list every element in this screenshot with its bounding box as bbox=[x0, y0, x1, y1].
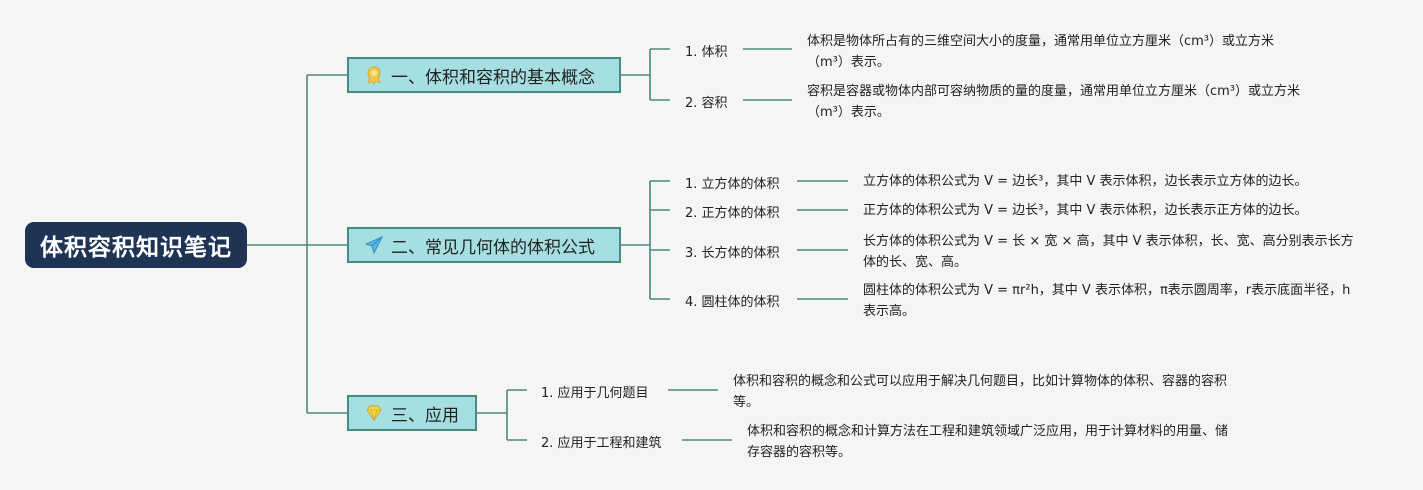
leaf-label[interactable]: 2. 应用于工程和建筑 bbox=[541, 436, 662, 451]
leaf-description: 正方体的体积公式为 V = 边长³，其中 V 表示体积，边长表示正方体的边长。 bbox=[863, 203, 1308, 218]
branch-3-leaf-links bbox=[668, 389, 732, 441]
branch-1-leaf-links bbox=[743, 48, 792, 101]
leaf-label[interactable]: 1. 应用于几何题目 bbox=[541, 386, 649, 401]
branch-title: 一、体积和容积的基本概念 bbox=[391, 67, 595, 88]
paper-plane-icon bbox=[363, 234, 385, 256]
diamond-icon bbox=[363, 402, 385, 424]
branch-title: 三、应用 bbox=[391, 405, 459, 426]
leaf-label[interactable]: 4. 圆柱体的体积 bbox=[685, 295, 780, 310]
root-title: 体积容积知识笔记 bbox=[40, 235, 232, 261]
branch-1-fork bbox=[621, 48, 670, 101]
leaf-description: 圆柱体的体积公式为 V = πr²h，其中 V 表示体积，π表示圆周率，r表示底… bbox=[863, 283, 1351, 319]
leaf-label[interactable]: 2. 容积 bbox=[685, 96, 728, 111]
leaf-description: 长方体的体积公式为 V = 长 × 宽 × 高，其中 V 表示体积，长、宽、高分… bbox=[863, 234, 1354, 270]
branch-3-fork bbox=[477, 389, 527, 441]
branch-title: 二、常见几何体的体积公式 bbox=[391, 237, 595, 258]
leaf-label[interactable]: 1. 立方体的体积 bbox=[685, 177, 780, 192]
leaf-label[interactable]: 1. 体积 bbox=[685, 45, 728, 60]
leaf-description: 体积和容积的概念和公式可以应用于解决几何题目，比如计算物体的体积、容器的容积等。 bbox=[733, 374, 1228, 410]
branch-2-leaf-links bbox=[797, 180, 848, 300]
leaf-label[interactable]: 3. 长方体的体积 bbox=[685, 246, 780, 261]
leaf-description: 体积是物体所占有的三维空间大小的度量，通常用单位立方厘米（cm³）或立方米（m³… bbox=[807, 34, 1275, 70]
branch-node-applications[interactable]: 三、应用 bbox=[347, 395, 477, 431]
root-node[interactable]: 体积容积知识笔记 bbox=[25, 222, 247, 268]
leaf-description: 容积是容器或物体内部可容纳物质的量的度量，通常用单位立方厘米（cm³）或立方米（… bbox=[807, 84, 1301, 120]
leaf-description: 立方体的体积公式为 V = 边长³，其中 V 表示体积，边长表示立方体的边长。 bbox=[863, 174, 1308, 189]
award-icon bbox=[363, 64, 385, 86]
leaf-label[interactable]: 2. 正方体的体积 bbox=[685, 206, 780, 221]
branch-2-fork bbox=[621, 180, 670, 300]
branch-node-concepts[interactable]: 一、体积和容积的基本概念 bbox=[347, 57, 621, 93]
branch-node-formulas[interactable]: 二、常见几何体的体积公式 bbox=[347, 227, 621, 263]
leaf-description: 体积和容积的概念和计算方法在工程和建筑领域广泛应用，用于计算材料的用量、储存容器… bbox=[747, 424, 1229, 460]
